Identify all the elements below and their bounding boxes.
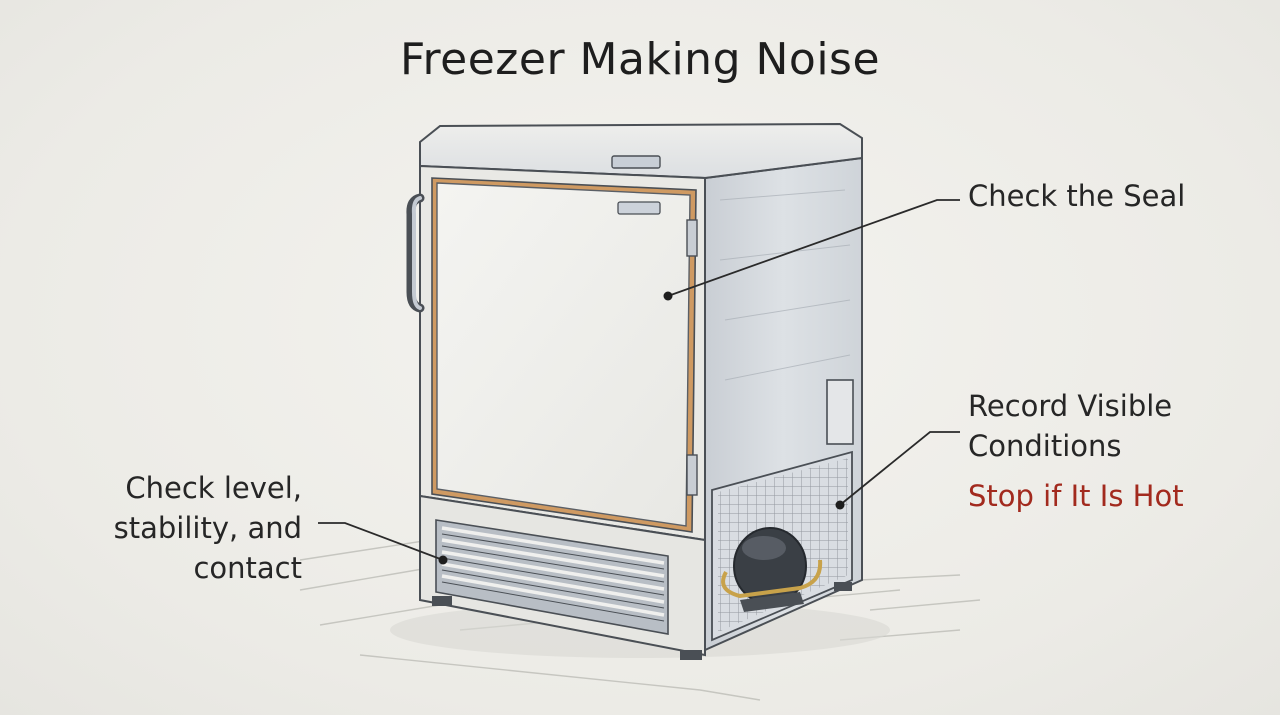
callout-record-line-1: Record Visible: [968, 389, 1173, 423]
compressor-marker-dot: [835, 500, 845, 510]
freezer-door: [436, 182, 691, 527]
callout-level-line-2: stability, and: [113, 511, 302, 545]
side-access-plate: [826, 379, 854, 445]
callout-check-seal: Check the Seal: [968, 179, 1186, 213]
compressor-unit: [721, 527, 823, 612]
upper-hinge: [686, 219, 698, 257]
grille-slats: [441, 526, 665, 617]
door-badge: [617, 201, 661, 215]
leader-lines: [318, 199, 960, 561]
leader-record: [839, 431, 960, 506]
foot-left: [432, 596, 452, 606]
leader-seal: [667, 199, 960, 297]
callout-level-line-3: contact: [193, 551, 302, 585]
callout-stop-if-hot: Stop if It Is Hot: [968, 479, 1184, 513]
lower-hinge: [686, 454, 698, 496]
callout-record-conditions: Record Visible Conditions: [968, 386, 1172, 466]
callout-level-line-1: Check level,: [125, 471, 302, 505]
seal-marker-dot: [663, 291, 673, 301]
grille-marker-dot: [438, 555, 448, 565]
page-title: Freezer Making Noise: [399, 34, 881, 85]
lid-latch: [611, 155, 661, 169]
callout-check-level: Check level, stability, and contact: [80, 468, 302, 588]
leader-level: [318, 522, 444, 561]
foot-back-right: [834, 582, 852, 591]
foot-front-right: [680, 650, 702, 660]
side-panel-texture: [719, 189, 851, 381]
callout-record-line-2: Conditions: [968, 429, 1122, 463]
